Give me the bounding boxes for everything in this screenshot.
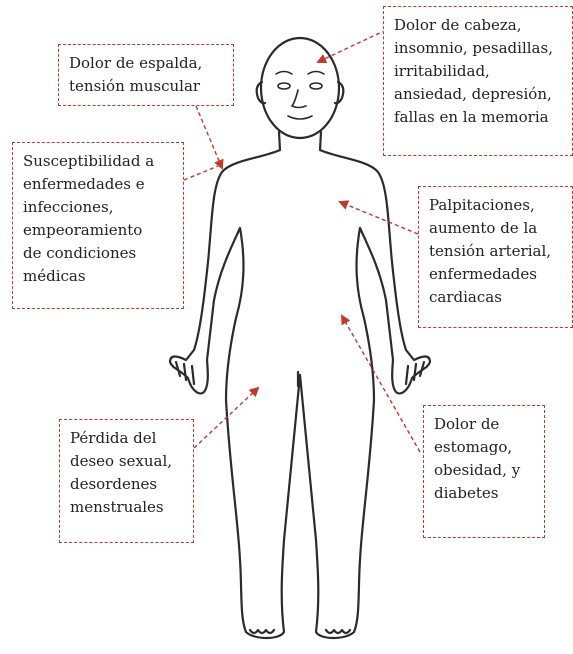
right-eye xyxy=(309,82,323,90)
nose xyxy=(290,89,307,109)
head-outline xyxy=(259,36,341,140)
connector-immune xyxy=(183,165,219,181)
connector-head xyxy=(316,29,387,64)
connector-heart xyxy=(338,200,419,235)
label-back-pain: Dolor de espalda, tensión muscular xyxy=(58,44,234,106)
face xyxy=(275,70,325,120)
body-silhouette xyxy=(168,130,432,640)
connectors xyxy=(183,29,421,453)
left-fingers xyxy=(174,360,196,386)
left-toes xyxy=(248,628,276,635)
connector-stomach xyxy=(341,314,421,453)
label-stomach-symptoms: Dolor de estomago, obesidad, y diabetes xyxy=(423,405,545,538)
left-eye xyxy=(277,82,291,90)
label-head-symptoms: Dolor de cabeza, insomnio, pesadillas, i… xyxy=(383,6,573,156)
connector-sexual xyxy=(193,386,260,449)
right-eyebrow xyxy=(307,70,325,75)
label-sexual-symptoms: Pérdida del deseo sexual, desordenes men… xyxy=(59,419,194,543)
label-heart-symptoms: Palpitaciones, aumento de la tensión art… xyxy=(418,186,573,328)
mouth xyxy=(287,115,313,120)
body-outline xyxy=(168,36,432,640)
left-eyebrow xyxy=(275,70,293,75)
label-immune-susceptibility: Susceptibilidad a enfermedades e infecci… xyxy=(12,142,184,309)
right-ear xyxy=(333,80,345,105)
right-toes xyxy=(324,628,352,635)
connector-back xyxy=(195,105,224,170)
right-fingers xyxy=(404,360,426,386)
left-ear xyxy=(255,80,267,105)
